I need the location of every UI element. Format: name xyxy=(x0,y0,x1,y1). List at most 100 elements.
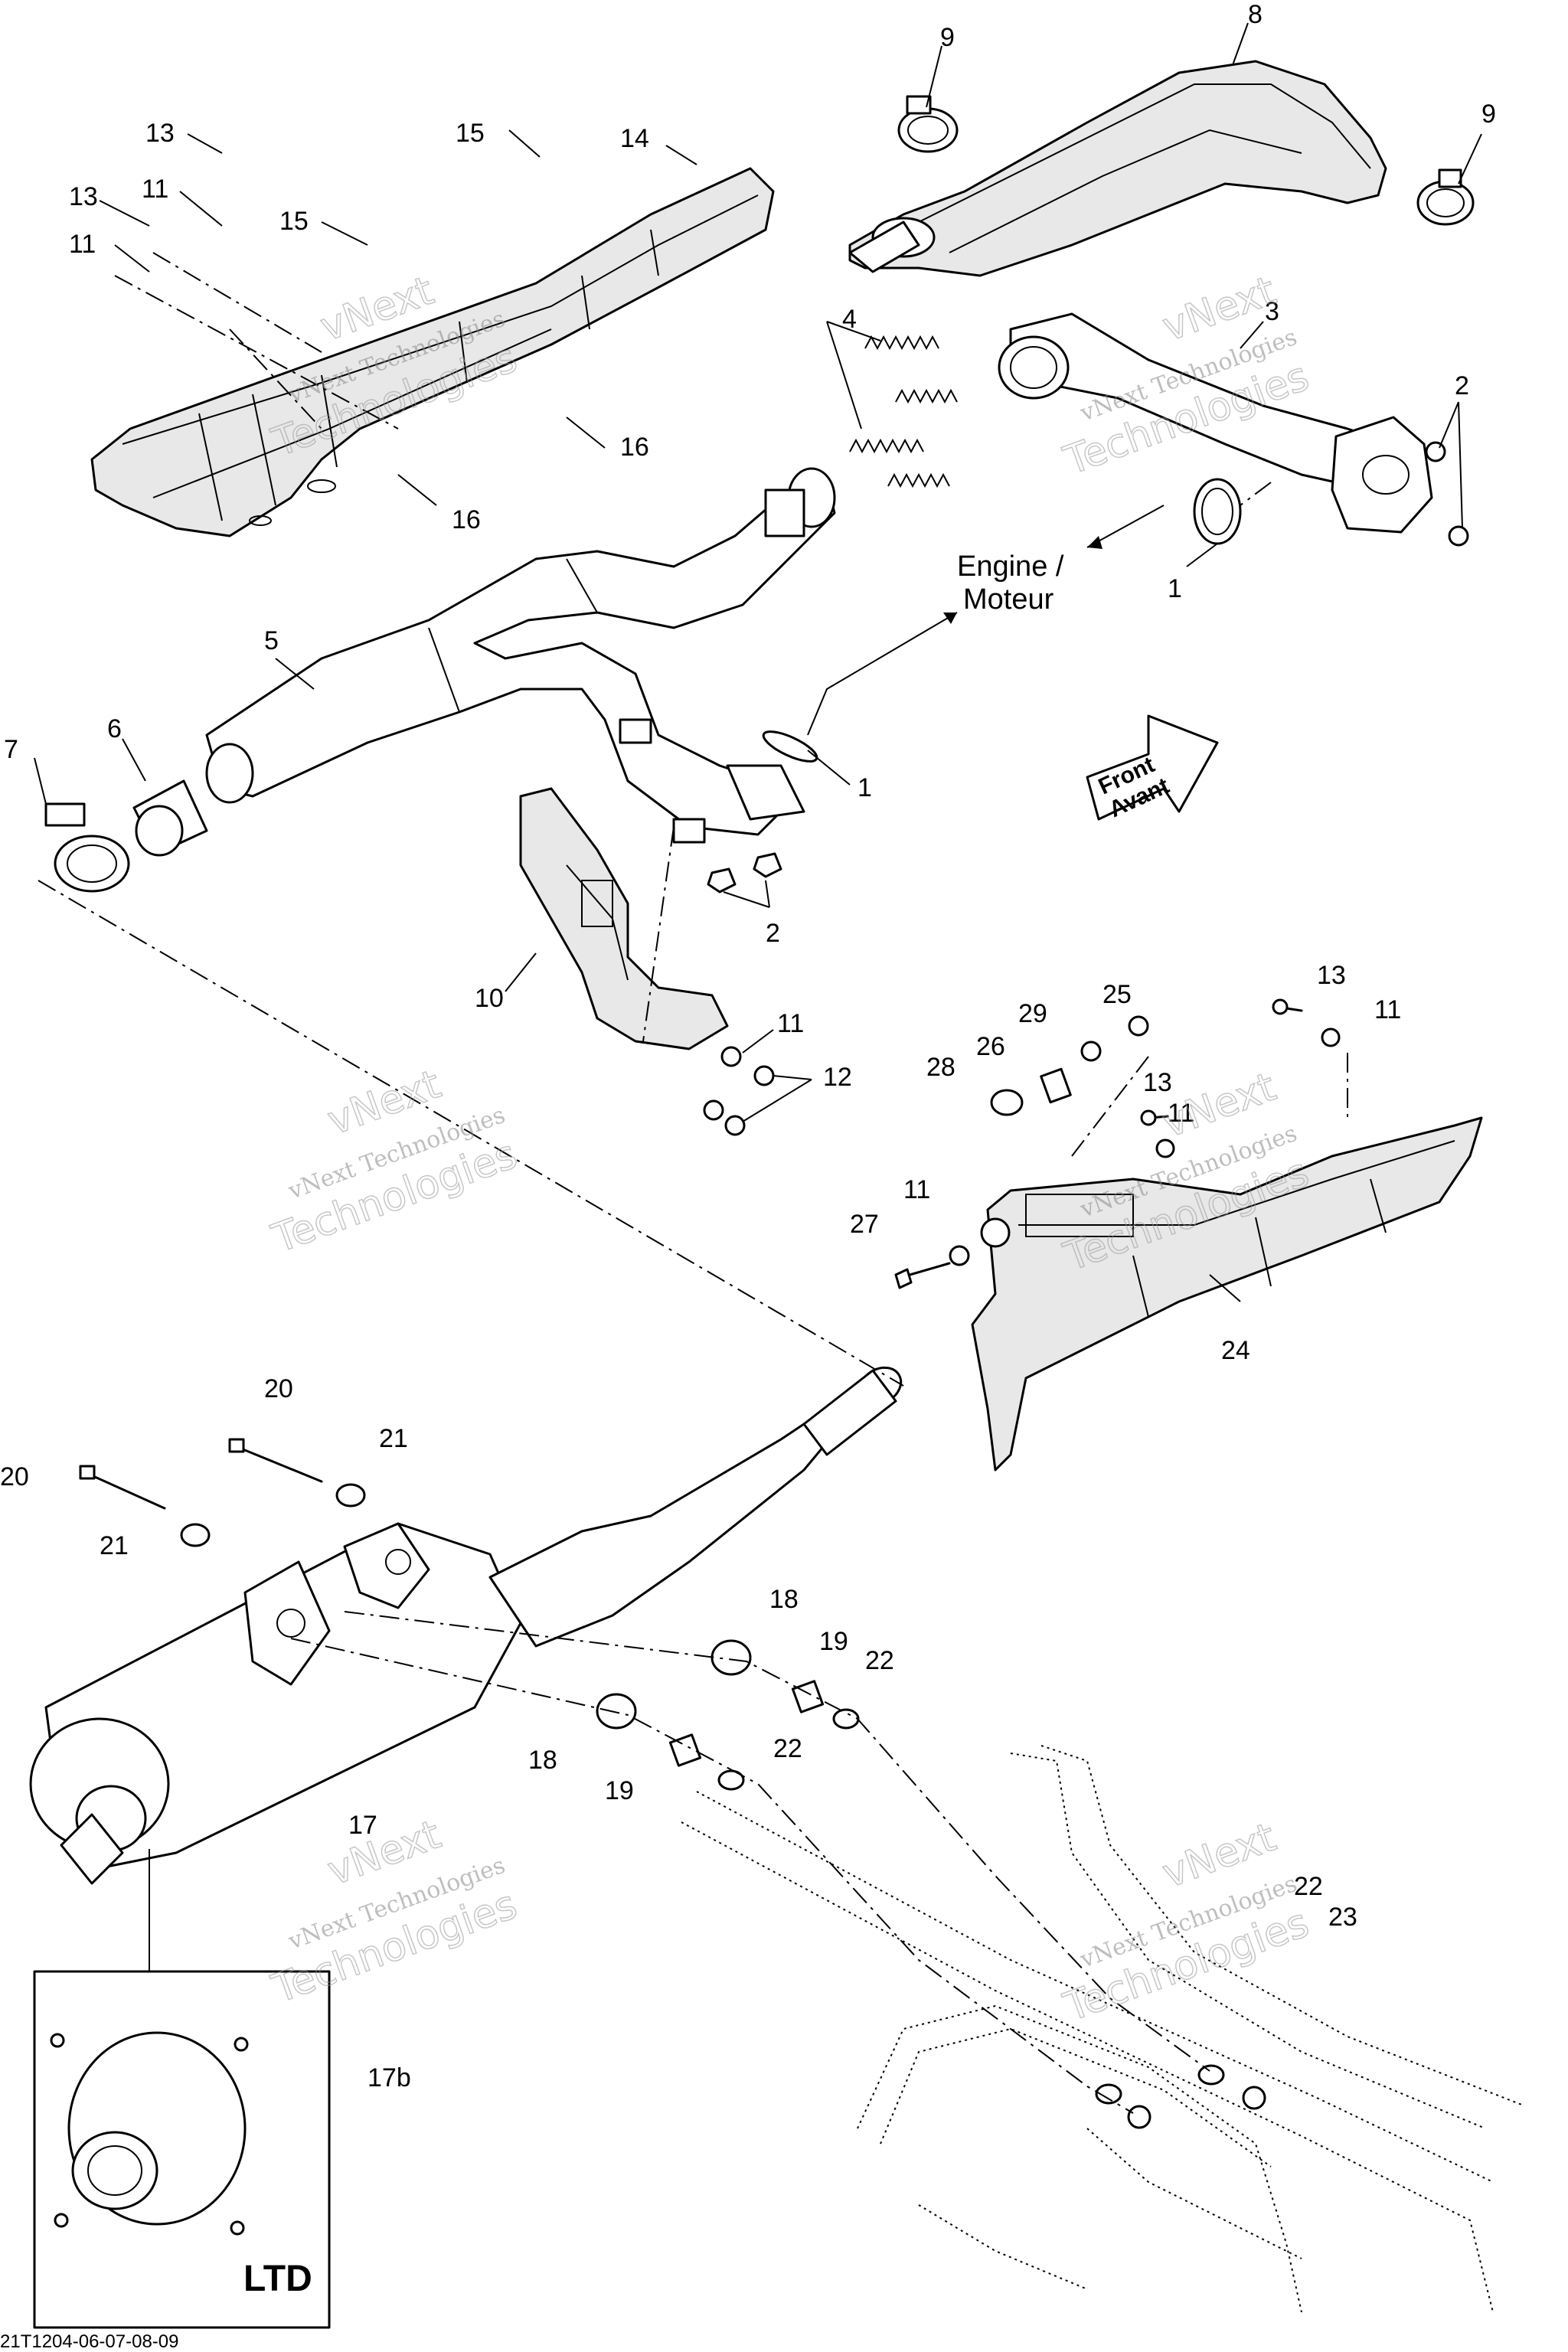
callout-9: 9 xyxy=(940,23,955,52)
bolt-20-lower xyxy=(79,1465,166,1510)
callout-11: 11 xyxy=(142,175,168,204)
callout-22: 22 xyxy=(1294,1872,1323,1901)
nut-25 xyxy=(1128,1015,1149,1037)
bolt-20-upper xyxy=(228,1438,323,1483)
callout-6: 6 xyxy=(107,714,122,743)
heat-shield-10 xyxy=(519,787,729,1050)
callout-21: 21 xyxy=(100,1531,129,1560)
callout-2: 2 xyxy=(1455,371,1469,400)
callout-16: 16 xyxy=(452,505,481,534)
washer-22-lower xyxy=(717,1769,745,1791)
washer-11-right-c xyxy=(1321,1027,1341,1047)
callout-25: 25 xyxy=(1102,980,1132,1009)
washer-22-frame-b xyxy=(1197,2064,1225,2086)
callout-15: 15 xyxy=(456,119,485,148)
bolt-13-right-a xyxy=(1140,1109,1169,1126)
gasket-1-lower xyxy=(762,730,818,763)
callout-5: 5 xyxy=(264,626,279,655)
nut-12-b xyxy=(724,1115,746,1136)
callout-7: 7 xyxy=(4,735,18,764)
washer-11-right-b xyxy=(1155,1138,1175,1158)
springs-4 xyxy=(849,335,958,488)
heat-shield-14 xyxy=(90,167,775,537)
callout-27: 27 xyxy=(850,1210,879,1239)
clamp-7 xyxy=(44,802,130,893)
callout-11: 11 xyxy=(777,1009,804,1038)
clamp-9-left xyxy=(897,95,959,153)
callout-13: 13 xyxy=(1143,1068,1172,1097)
assembly-lines xyxy=(38,252,1348,2114)
callout-12: 12 xyxy=(823,1063,852,1092)
callout-26: 26 xyxy=(976,1032,1005,1061)
callout-1: 1 xyxy=(858,773,872,802)
spacer-28 xyxy=(990,1089,1024,1116)
washer-21-upper xyxy=(335,1483,366,1508)
nut-2-upper-a xyxy=(1425,441,1446,462)
ltd-inset-box xyxy=(33,1849,331,2329)
heat-shield-24 xyxy=(971,1116,1483,1472)
nut-12-a xyxy=(753,1065,775,1086)
callout-19: 19 xyxy=(605,1776,634,1805)
nut-2-upper-b xyxy=(1448,525,1469,547)
muffler-17 xyxy=(29,1366,903,1885)
header-pipe-3 xyxy=(998,312,1433,534)
callout-labels: 13 11 13 11 15 15 14 16 16 9 8 9 4 3 2 1… xyxy=(0,0,1496,2092)
engine-direction-arrow xyxy=(807,505,1165,736)
callout-15: 15 xyxy=(279,207,309,236)
frame-outline xyxy=(681,1745,1524,2313)
callout-14: 14 xyxy=(620,124,649,153)
front-arrow-icon xyxy=(1086,714,1219,821)
watermark-3: vNext vNext Technologies Technologies xyxy=(266,1061,524,1263)
clamp-9-right xyxy=(1416,168,1475,226)
callout-11: 11 xyxy=(1374,995,1401,1024)
washer-11-right-a xyxy=(949,1245,970,1266)
watermark-6: vNext vNext Technologies Technologies xyxy=(1057,1814,1315,2032)
callout-23: 23 xyxy=(1328,1903,1357,1932)
bolt-27 xyxy=(894,1262,951,1289)
callout-20: 20 xyxy=(0,1462,29,1491)
y-pipe-5 xyxy=(205,467,836,844)
washer-22-frame-a xyxy=(1095,2083,1122,2105)
callout-21: 21 xyxy=(379,1424,408,1453)
watermark-1: vNext vNext Technologies Technologies xyxy=(266,267,524,467)
heat-shield-8 xyxy=(848,60,1387,277)
footer-code: 21T1204-06-07-08-09 xyxy=(0,2331,179,2352)
callout-22: 22 xyxy=(773,1734,802,1763)
callout-11: 11 xyxy=(69,230,96,259)
callout-17: 17 xyxy=(348,1811,377,1840)
callout-1: 1 xyxy=(1168,574,1182,603)
callout-18: 18 xyxy=(769,1585,799,1614)
nut-23-frame xyxy=(1242,2086,1266,2110)
washer-11-mid-b xyxy=(703,1099,724,1121)
engine-label-line2: Moteur xyxy=(963,583,1054,616)
callout-13: 13 xyxy=(69,182,98,211)
callout-4: 4 xyxy=(842,305,857,334)
pipe-clip xyxy=(764,488,805,537)
callout-19: 19 xyxy=(819,1627,848,1656)
callout-8: 8 xyxy=(1248,0,1263,29)
callout-11: 11 xyxy=(1168,1099,1194,1128)
callout-13: 13 xyxy=(145,119,175,148)
callout-2: 2 xyxy=(766,919,780,948)
nut-frame-a xyxy=(1127,2105,1152,2129)
callout-28: 28 xyxy=(926,1053,956,1082)
nut-2-lower-b xyxy=(753,852,782,878)
washer-21-lower xyxy=(180,1523,211,1547)
watermark-5: vNext vNext Technologies Technologies xyxy=(266,1811,524,2014)
grommet-18-lower xyxy=(596,1693,637,1730)
washer-29 xyxy=(1080,1040,1102,1062)
washer-11-mid xyxy=(720,1046,742,1067)
callout-9: 9 xyxy=(1481,100,1496,129)
sleeve-6 xyxy=(132,779,208,857)
callout-13: 13 xyxy=(1317,961,1346,990)
callout-20: 20 xyxy=(264,1374,293,1403)
callout-16: 16 xyxy=(620,433,649,462)
callout-10: 10 xyxy=(475,984,504,1013)
callout-17b: 17b xyxy=(368,2063,411,2092)
gasket-1-upper xyxy=(1193,478,1242,545)
bushing-19-upper xyxy=(791,1680,825,1713)
engine-label-line1: Engine / xyxy=(957,550,1064,583)
callout-29: 29 xyxy=(1018,999,1047,1028)
nut-2-lower-a xyxy=(707,867,737,893)
